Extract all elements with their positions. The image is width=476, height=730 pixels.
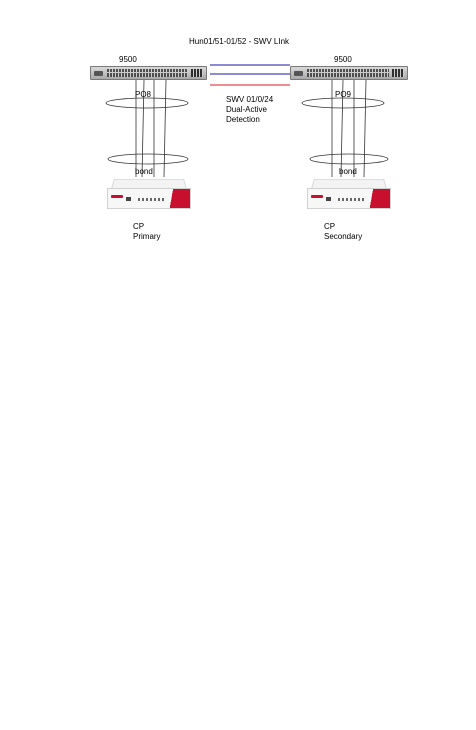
brand-logo-icon <box>311 195 323 198</box>
po9-bundle <box>301 97 385 109</box>
switch-ports-icon <box>307 69 389 77</box>
switch-uplink-ports-icon <box>191 69 203 77</box>
firewall-secondary-label-line2: Secondary <box>324 232 363 241</box>
status-leds-icon <box>338 198 366 201</box>
po8-bundle <box>105 97 189 109</box>
firewall-front <box>107 188 191 209</box>
switch-logo-icon <box>94 71 103 76</box>
firewall-primary-label-line1: CP <box>133 222 145 231</box>
brand-accent <box>368 189 390 208</box>
brand-logo-icon <box>111 195 123 198</box>
switch-uplink-ports-icon <box>392 69 404 77</box>
bond-secondary-bundle <box>309 153 389 165</box>
diagram-title: Hun01/51-01/52 - SWV LInk <box>189 37 290 46</box>
switch-ports-icon <box>107 69 188 77</box>
firewall-primary-label-line2: Primary <box>133 232 161 241</box>
link-right-4 <box>363 79 367 178</box>
port-channel-right-label: PO9 <box>335 90 352 99</box>
link-left-4 <box>163 79 167 178</box>
dad-label-line2: Dual-Active <box>226 105 267 114</box>
bond-primary-bundle <box>107 153 189 165</box>
bond-primary-label: bond <box>135 167 153 176</box>
dad-label-line1: SWV 01/0/24 <box>226 95 274 104</box>
switch-right <box>290 66 408 80</box>
firewall-front <box>307 188 391 209</box>
status-leds-icon <box>138 198 166 201</box>
link-left-2 <box>141 79 145 178</box>
brand-accent <box>168 189 190 208</box>
firewall-primary <box>107 177 191 211</box>
switch-left <box>90 66 207 80</box>
usb-port-icon <box>126 197 131 201</box>
firewall-secondary-label-line1: CP <box>324 222 336 231</box>
switch-right-model: 9500 <box>334 55 352 64</box>
switch-left-model: 9500 <box>119 55 137 64</box>
dad-label-line3: Detection <box>226 115 260 124</box>
bond-secondary-label: bond <box>339 167 357 176</box>
link-right-2 <box>340 79 344 178</box>
usb-port-icon <box>326 197 331 201</box>
port-channel-left-label: PO8 <box>135 90 152 99</box>
switch-logo-icon <box>294 71 303 76</box>
firewall-secondary <box>307 177 391 211</box>
